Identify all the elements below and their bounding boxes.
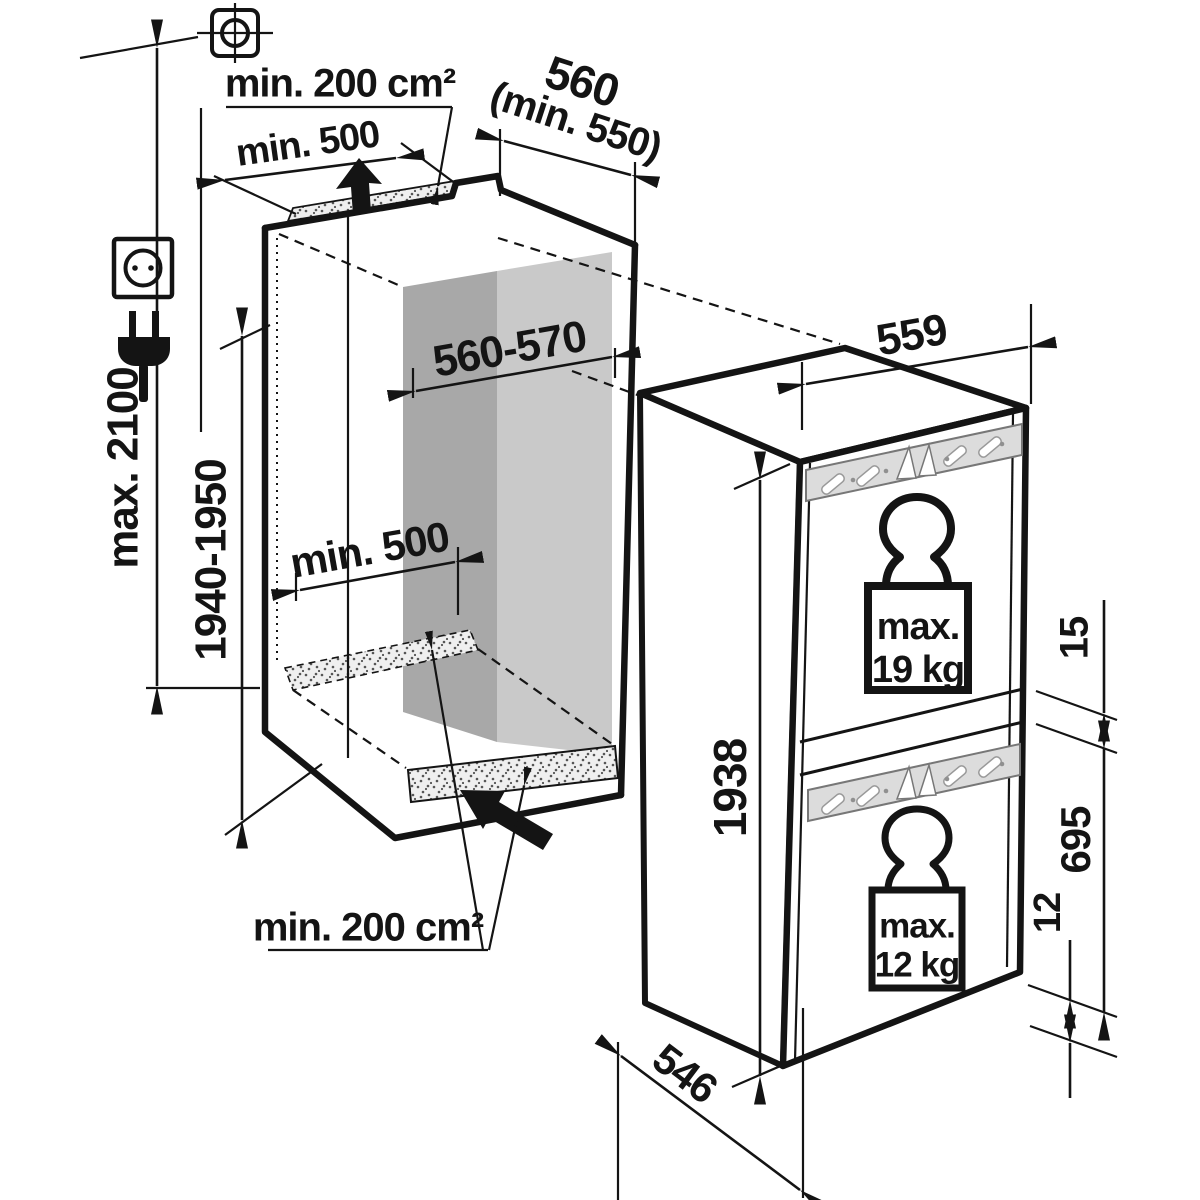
upper-hinge-rail-icon [805, 422, 1023, 503]
floor-line [224, 763, 323, 836]
dim-lower-door-height: 695 [1027, 720, 1118, 1041]
dim-niche-height: 1940-1950 [187, 307, 271, 849]
dim-label-ceiling-height: max. 2100 [99, 367, 148, 568]
dim-label-niche-height: 1940-1950 [187, 459, 236, 660]
projection-line-top [497, 236, 841, 346]
appliance-left-face [637, 390, 803, 1069]
dim-door-gap: 15 [1035, 600, 1118, 755]
lower-door-top-edge [799, 720, 1024, 777]
front-bottom-vent-strip [406, 744, 620, 804]
dim-label-bottom-gap: 12 [1027, 893, 1069, 933]
dim-label-bottom-vent-area: min. 200 cm² [253, 906, 484, 950]
dim-label-appliance-height: 1938 [704, 738, 756, 837]
upper-door-weight-icon: max. 19 kg [864, 493, 972, 694]
cabinet-right-edge [617, 241, 639, 799]
lower-door-weight-icon: max. 12 kg [868, 805, 966, 992]
hidden-edge-top [278, 232, 404, 289]
door-left-edge-line [793, 462, 812, 1062]
lower-door-load-label: max. [879, 906, 955, 945]
ceiling-reference [79, 3, 273, 63]
ceiling-fixing-icon [197, 3, 273, 63]
hidden-floor-edge-left [292, 689, 407, 769]
dim-bottom-gap: 12 [1027, 893, 1118, 1098]
lower-door-load-value: 12 kg [875, 945, 960, 984]
dim-appliance-width: 559 [776, 304, 1058, 430]
dim-bottom-vent-area: min. 200 cm² [253, 630, 532, 952]
hidden-floor-edge-right [477, 648, 613, 745]
upper-door-bottom-edge [799, 687, 1024, 744]
airflow-in-arrow-icon [460, 790, 553, 850]
dim-label-top-vent-area: min. 200 cm² [225, 62, 456, 106]
upper-door-load-label: max. [877, 606, 960, 648]
niche-cabinet [224, 172, 639, 842]
dim-label-lower-door-height: 695 [1052, 806, 1099, 874]
dim-label-appliance-width: 559 [873, 305, 951, 365]
dim-label-appliance-depth: 546 [644, 1034, 726, 1112]
ceiling-line [79, 35, 199, 60]
lower-hinge-rail-icon [807, 742, 1021, 823]
dim-label-door-gap: 15 [1053, 616, 1097, 659]
socket-icon [111, 236, 175, 300]
appliance: max. 19 kg max. 12 kg [636, 344, 1030, 1070]
dim-ceiling-height: max. 2100 [99, 19, 260, 715]
door-right-edge-line [1005, 413, 1015, 968]
upper-door-load-value: 19 kg [872, 649, 964, 691]
